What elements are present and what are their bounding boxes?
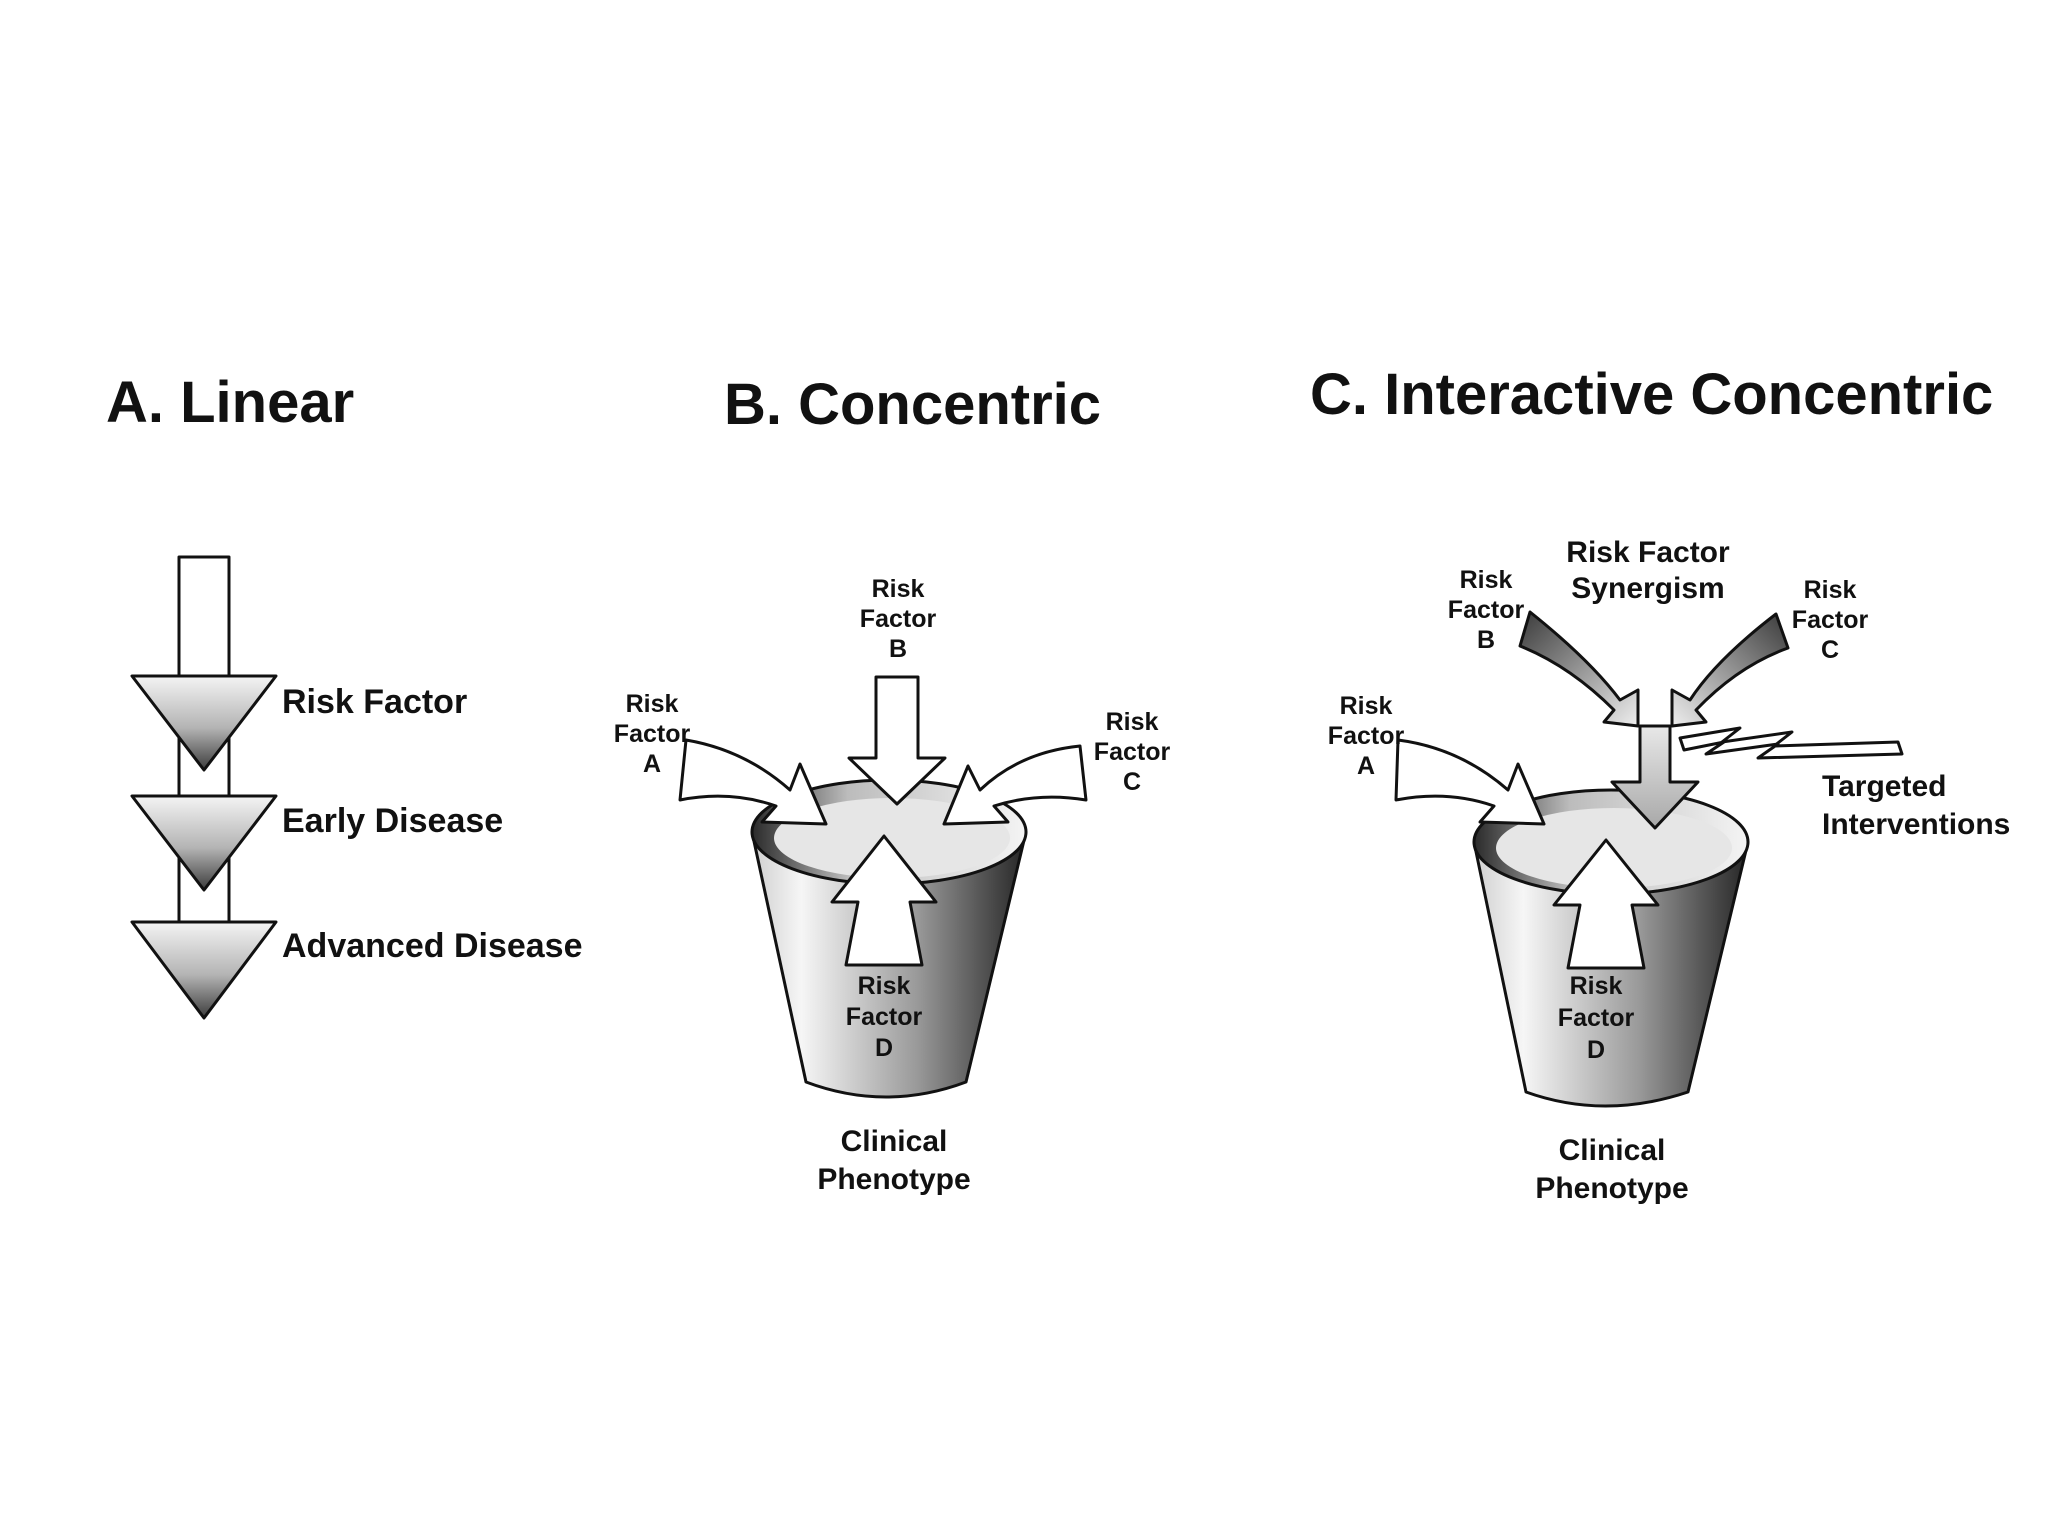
arrow-c-factor-b (1518, 610, 1640, 728)
label-c-phenotype-line2: Phenotype (1535, 1172, 1688, 1205)
stage-label-advanced-disease: Advanced Disease (282, 927, 583, 965)
label-c-interventions: Targeted Interventions (1822, 770, 2010, 841)
arrow-c-factor-c (1670, 612, 1790, 728)
label-b-phenotype-line1: Clinical (841, 1125, 948, 1158)
bucket-c (1472, 788, 1750, 1108)
arrow-b-factor-a (678, 738, 828, 826)
bucket-c-body (1472, 840, 1750, 1108)
label-c-synergism-line2: Synergism (1571, 572, 1724, 605)
label-b-phenotype: Clinical Phenotype (817, 1125, 970, 1196)
label-c-factor-d: Risk Factor D (1558, 972, 1635, 1064)
label-c-factor-a-line3: A (1357, 752, 1375, 780)
label-b-factor-c-line1: Risk (1106, 708, 1159, 736)
linear-arrow-stack (130, 555, 278, 1020)
arrowhead-risk-factor (130, 674, 278, 772)
label-c-interventions-line1: Targeted (1822, 770, 1946, 803)
label-c-factor-b-line2: Factor (1448, 596, 1525, 624)
label-b-factor-a: Risk Factor A (614, 690, 691, 778)
label-c-factor-a: Risk Factor A (1328, 692, 1405, 780)
label-c-factor-d-line1: Risk (1570, 972, 1623, 1000)
label-b-factor-d: Risk Factor D (846, 972, 923, 1062)
panel-a-linear: A. Linear Risk Factor Early Disease Adva… (106, 370, 583, 1020)
label-c-synergism-line1: Risk Factor (1566, 536, 1730, 569)
label-b-factor-a-line1: Risk (626, 690, 679, 718)
arrow-b-factor-d (830, 834, 938, 967)
panel-a-title: A. Linear (106, 370, 354, 435)
label-b-factor-c-line3: C (1123, 768, 1141, 796)
label-c-phenotype-line1: Clinical (1559, 1134, 1666, 1167)
arrowhead-early-disease (130, 794, 278, 892)
label-b-factor-b: Risk Factor B (860, 575, 937, 663)
label-c-factor-d-line2: Factor (1558, 1004, 1635, 1032)
panel-b-title: B. Concentric (724, 372, 1101, 437)
label-c-synergism: Risk Factor Synergism (1566, 536, 1730, 605)
arrow-c-synergism-stem (1610, 724, 1700, 830)
arrow-c-factor-d (1552, 838, 1660, 970)
label-c-factor-a-line1: Risk (1340, 692, 1393, 720)
label-b-factor-a-line2: Factor (614, 720, 691, 748)
label-c-factor-c-line3: C (1821, 636, 1839, 664)
panel-b-concentric: B. Concentric Risk Factor B Risk Factor … (614, 372, 1171, 1196)
arrowhead-advanced-disease (130, 920, 278, 1020)
label-b-factor-d-line3: D (875, 1034, 893, 1062)
panel-c-interactive-concentric: C. Interactive Concentric Risk Factor Sy… (1310, 362, 2010, 1205)
label-c-factor-b: Risk Factor B (1448, 566, 1525, 654)
arrow-c-factor-a (1394, 738, 1546, 826)
label-b-factor-c-line2: Factor (1094, 738, 1171, 766)
stage-label-risk-factor: Risk Factor (282, 683, 467, 721)
panel-c-title: C. Interactive Concentric (1310, 362, 1993, 427)
arrow-b-factor-c (942, 744, 1088, 826)
label-c-factor-c: Risk Factor C (1792, 576, 1869, 664)
lightning-bolt-icon (1678, 726, 1904, 760)
label-c-interventions-line2: Interventions (1822, 808, 2010, 841)
label-b-factor-b-line3: B (889, 635, 907, 663)
label-c-factor-c-line1: Risk (1804, 576, 1857, 604)
label-c-factor-a-line2: Factor (1328, 722, 1405, 750)
label-b-factor-b-line2: Factor (860, 605, 937, 633)
label-b-phenotype-line2: Phenotype (817, 1163, 970, 1196)
stage-label-early-disease: Early Disease (282, 802, 503, 840)
label-b-factor-c: Risk Factor C (1094, 708, 1171, 796)
label-c-factor-b-line1: Risk (1460, 566, 1513, 594)
label-b-factor-b-line1: Risk (872, 575, 925, 603)
label-b-factor-d-line1: Risk (858, 972, 911, 1000)
label-b-factor-d-line2: Factor (846, 1003, 923, 1031)
label-c-factor-c-line2: Factor (1792, 606, 1869, 634)
arrow-b-factor-b (847, 675, 947, 806)
label-c-factor-d-line3: D (1587, 1036, 1605, 1064)
label-c-phenotype: Clinical Phenotype (1535, 1134, 1688, 1205)
label-c-factor-b-line3: B (1477, 626, 1495, 654)
label-b-factor-a-line3: A (643, 750, 661, 778)
